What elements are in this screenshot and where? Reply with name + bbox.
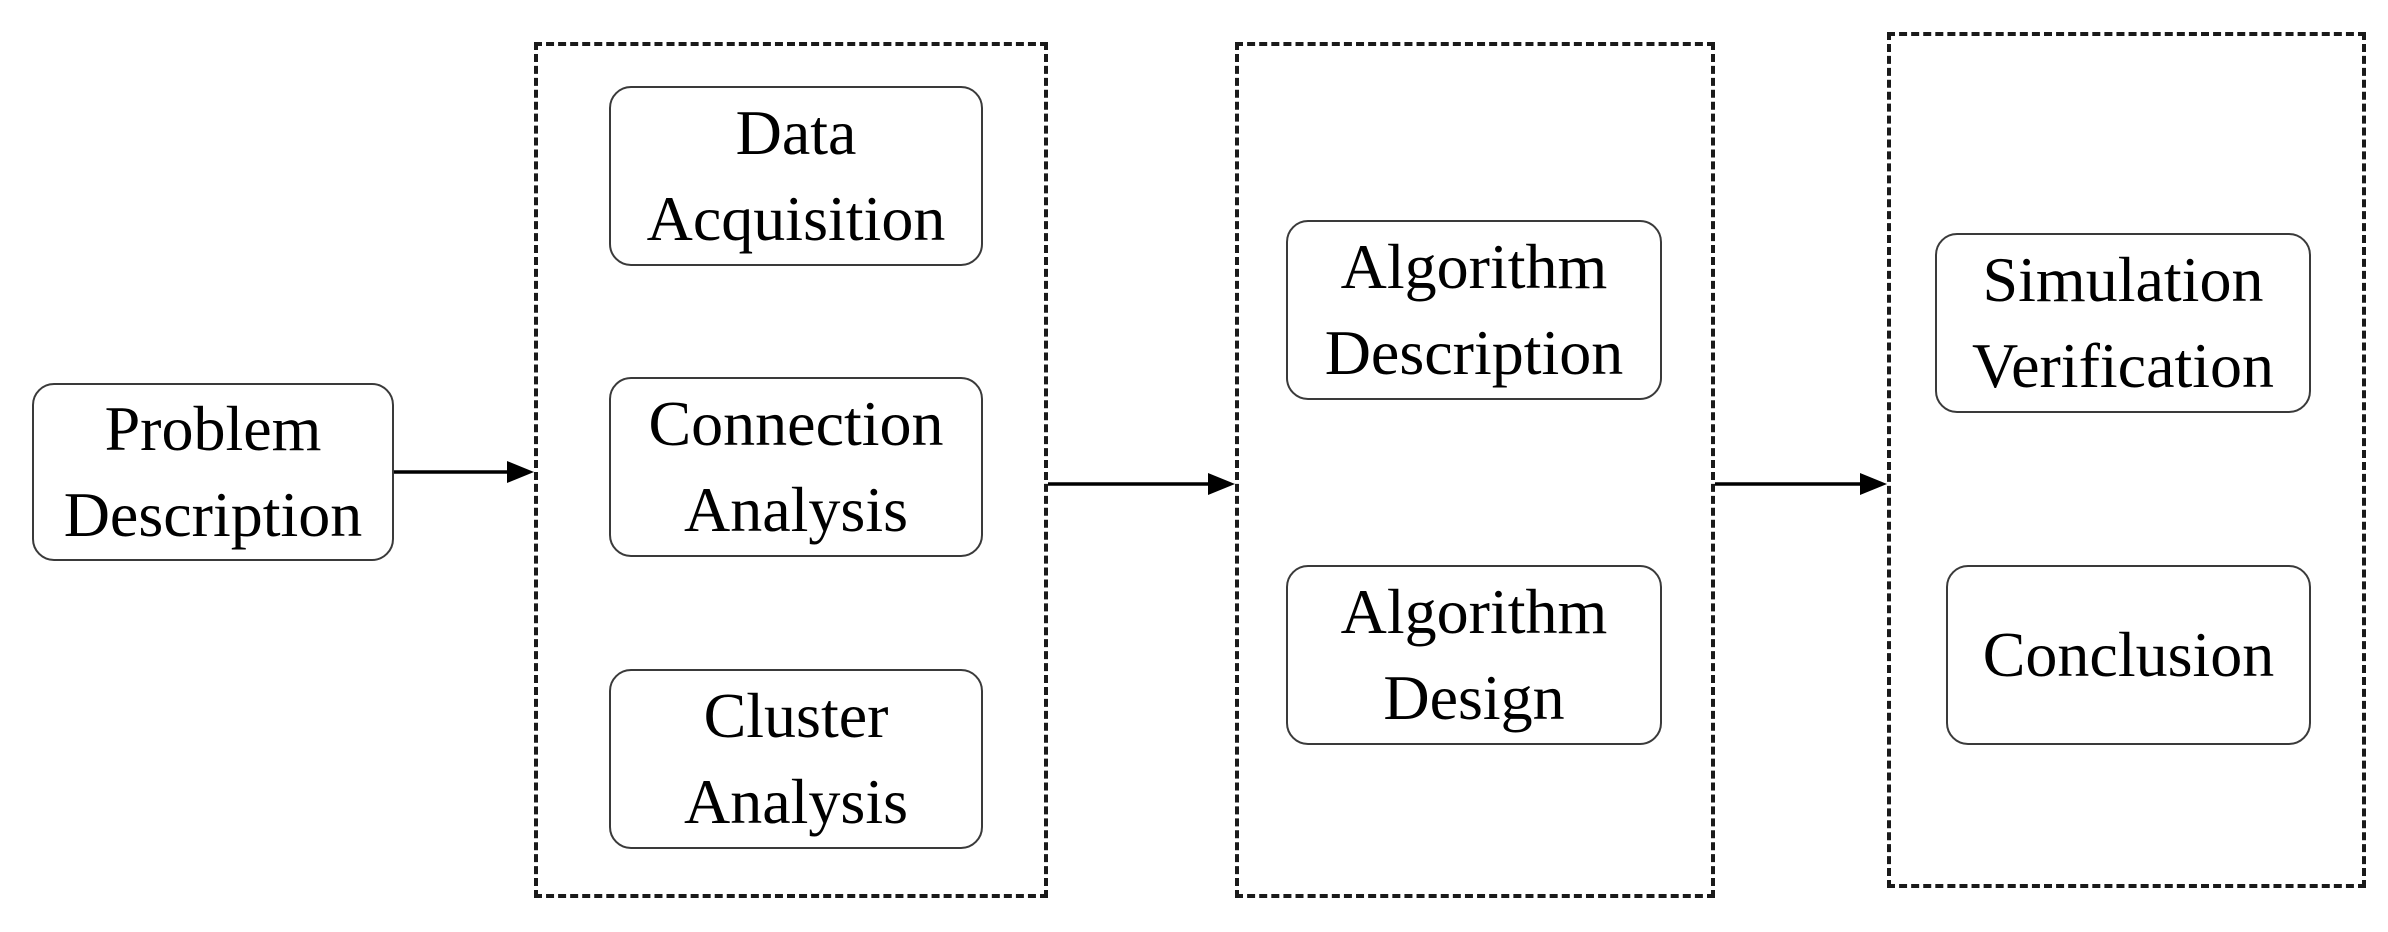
arrow-analysis-to-algorithm — [1048, 473, 1235, 495]
algorithm-design-node: Algorithm Design — [1286, 565, 1662, 745]
problem-description-node: Problem Description — [32, 383, 394, 561]
cluster-analysis-node: Cluster Analysis — [609, 669, 983, 849]
simulation-verification-node: Simulation Verification — [1935, 233, 2311, 413]
algorithm-description-node: Algorithm Description — [1286, 220, 1662, 400]
conclusion-node: Conclusion — [1946, 565, 2311, 745]
connection-analysis-node: Connection Analysis — [609, 377, 983, 557]
data-acquisition-node: Data Acquisition — [609, 86, 983, 266]
arrow-problem-to-analysis — [394, 461, 534, 483]
verification-group — [1887, 32, 2366, 888]
arrow-algorithm-to-verification — [1715, 473, 1887, 495]
algorithm-group — [1235, 42, 1715, 898]
analysis-group — [534, 42, 1048, 898]
